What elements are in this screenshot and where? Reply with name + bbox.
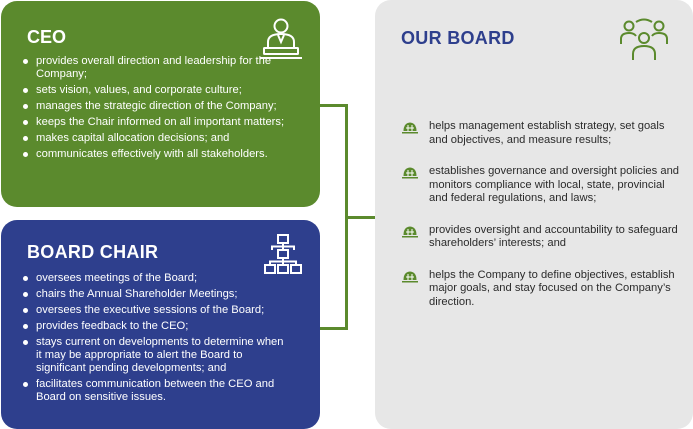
- list-item: provides overall direction and leadershi…: [22, 55, 290, 81]
- ceo-title: CEO: [27, 27, 67, 47]
- board-chair-title: BOARD CHAIR: [27, 242, 159, 262]
- group-people-icon: [620, 18, 668, 60]
- hard-hat-icon: [402, 122, 418, 134]
- list-item: provides feedback to the CEO;: [22, 320, 292, 333]
- list-item: helps management establish strategy, set…: [401, 120, 681, 147]
- list-item: oversees the executive sessions of the B…: [22, 304, 292, 317]
- connector-chair-horizontal: [320, 327, 347, 330]
- connector-board-horizontal: [345, 216, 376, 219]
- board-item-text: helps the Company to define objectives, …: [429, 268, 675, 308]
- hard-hat-icon: [402, 167, 418, 179]
- list-item: keeps the Chair informed on all importan…: [22, 116, 290, 129]
- list-item: establishes governance and oversight pol…: [401, 165, 681, 206]
- board-chair-responsibilities-list: oversees meetings of the Board; chairs t…: [22, 272, 292, 407]
- list-item: helps the Company to define objectives, …: [401, 269, 681, 310]
- connector-ceo-horizontal: [320, 104, 347, 107]
- list-item: oversees meetings of the Board;: [22, 272, 292, 285]
- list-item: manages the strategic direction of the C…: [22, 100, 290, 113]
- org-chart-icon: [264, 234, 302, 274]
- list-item: chairs the Annual Shareholder Meetings;: [22, 288, 292, 301]
- board-item-text: helps management establish strategy, set…: [429, 120, 665, 146]
- list-item: provides oversight and accountability to…: [401, 224, 681, 251]
- list-item: makes capital allocation decisions; and: [22, 132, 290, 145]
- list-item: communicates effectively with all stakeh…: [22, 148, 290, 161]
- our-board-responsibilities-list: helps management establish strategy, set…: [401, 120, 681, 309]
- our-board-title: OUR BOARD: [401, 28, 515, 48]
- our-board-panel: OUR BOARD helps management establish str…: [375, 0, 693, 429]
- board-item-text: establishes governance and oversight pol…: [429, 165, 680, 204]
- hard-hat-icon: [402, 226, 418, 237]
- ceo-panel: CEO provides overall direction and leade…: [1, 1, 320, 207]
- ceo-responsibilities-list: provides overall direction and leadershi…: [22, 55, 290, 164]
- list-item: stays current on developments to determi…: [22, 336, 292, 375]
- list-item: sets vision, values, and corporate cultu…: [22, 84, 290, 97]
- board-item-text: provides oversight and accountability to…: [429, 223, 678, 250]
- list-item: facilitates communication between the CE…: [22, 378, 292, 404]
- ceo-person-icon: [260, 18, 302, 59]
- board-chair-panel: BOARD CHAIR oversees meetings of the Boa…: [1, 220, 320, 429]
- hard-hat-icon: [402, 271, 418, 282]
